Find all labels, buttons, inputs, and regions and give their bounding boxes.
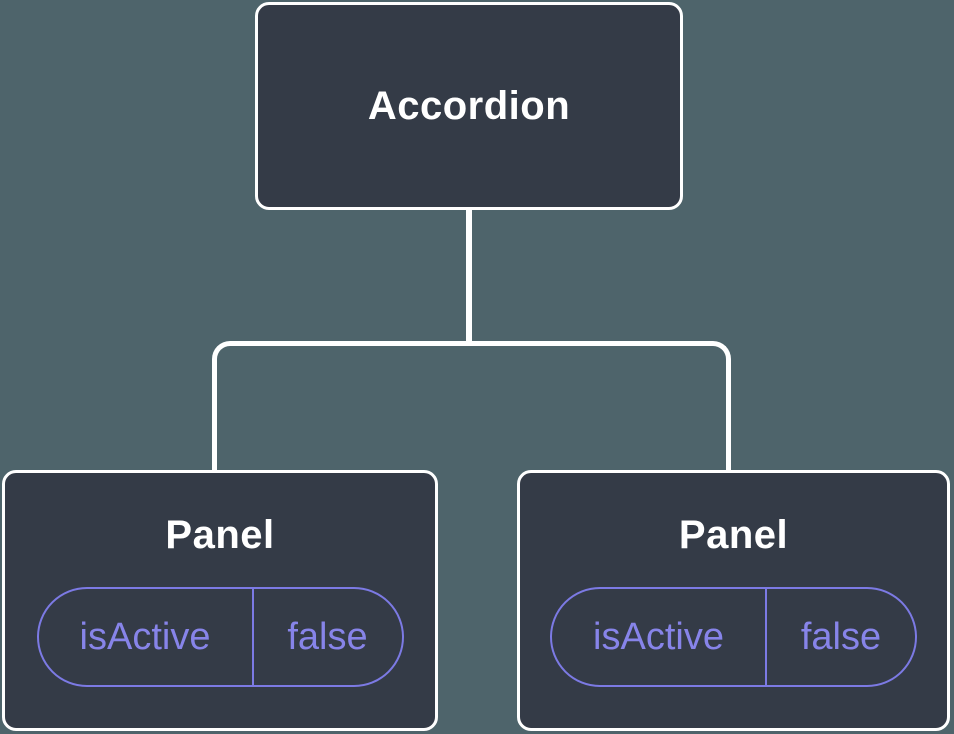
panel-left-label: Panel — [165, 513, 275, 557]
state-value-left: false — [251, 589, 402, 685]
connector-bracket — [212, 341, 731, 470]
state-value-right: false — [765, 589, 915, 685]
accordion-node-label: Accordion — [367, 84, 571, 128]
connector-stem — [466, 210, 472, 346]
accordion-node: Accordion — [255, 2, 683, 210]
state-pill-right: isActive false — [550, 587, 917, 687]
panel-node-right: Panel isActive false — [517, 470, 950, 731]
state-pill-left: isActive false — [36, 587, 404, 687]
panel-right-label: Panel — [678, 513, 789, 557]
state-key-right: isActive — [593, 615, 724, 658]
state-key-left: isActive — [79, 615, 211, 658]
panel-node-left: Panel isActive false — [2, 470, 438, 731]
